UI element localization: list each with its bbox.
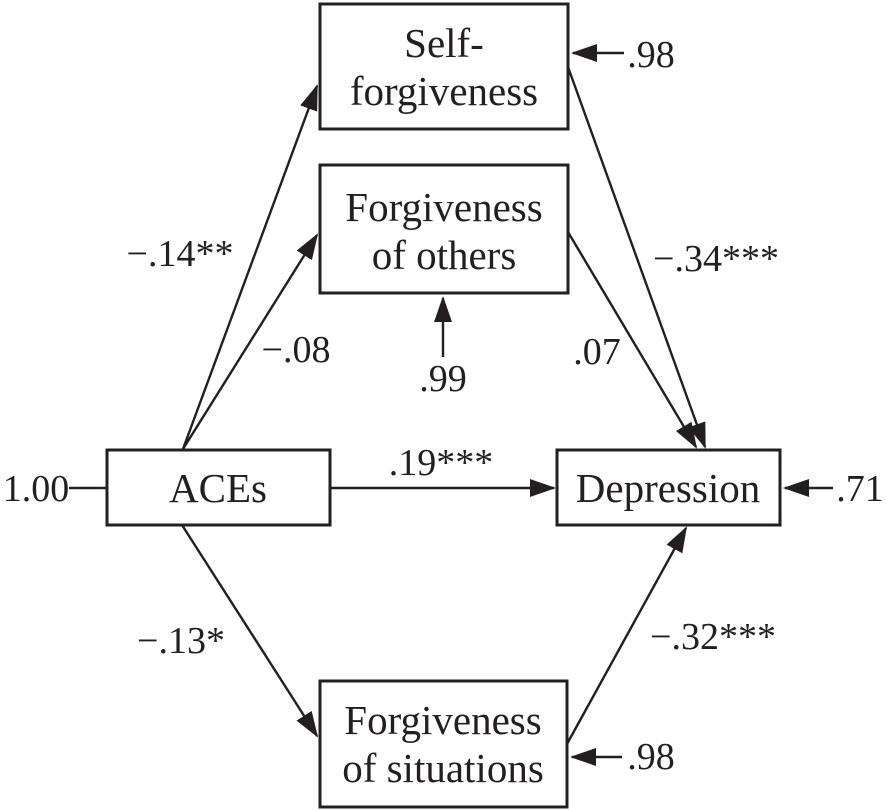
coefficient-label-aces-to-forgiveness-of-situations: −.13* bbox=[137, 620, 225, 662]
node-label-forgiveness-of-situations-line1: Forgiveness bbox=[344, 697, 541, 743]
coefficient-label-forgiveness-of-situations-to-depression: −.32*** bbox=[650, 616, 776, 658]
node-label-self-forgiveness-line1: Self- bbox=[404, 20, 484, 66]
node-box-aces bbox=[105, 448, 332, 527]
node-box-forgiveness-of-others bbox=[318, 163, 570, 295]
path-arrow-forgiveness-of-others-to-depression bbox=[566, 231, 698, 449]
node-label-depression: Depression bbox=[576, 465, 760, 511]
node-label-forgiveness-of-situations-line2: of situations bbox=[342, 745, 544, 791]
node-box-self-forgiveness bbox=[318, 2, 570, 131]
residual-value-forgiveness-of-others: .99 bbox=[419, 358, 467, 400]
residual-value-depression: .71 bbox=[836, 468, 884, 510]
residual-value-self-forgiveness: .98 bbox=[627, 34, 675, 76]
node-box-depression bbox=[555, 448, 782, 527]
coefficient-label-aces-to-depression: .19*** bbox=[389, 442, 494, 484]
path-arrow-aces-to-forgiveness-of-others bbox=[181, 233, 319, 450]
node-label-self-forgiveness-line2: forgiveness bbox=[350, 68, 538, 114]
node-label-forgiveness-of-others-line2: of others bbox=[372, 232, 517, 278]
node-box-forgiveness-of-situations bbox=[318, 679, 569, 809]
residual-value-forgiveness-of-situations: .98 bbox=[627, 736, 675, 778]
node-label-aces: ACEs bbox=[169, 465, 267, 511]
coefficient-label-forgiveness-of-others-to-depression: .07 bbox=[573, 331, 621, 373]
coefficient-label-aces-to-forgiveness-of-others: −.08 bbox=[262, 329, 331, 371]
path-arrow-aces-to-self-forgiveness bbox=[181, 84, 319, 450]
path-arrow-self-forgiveness-to-depression bbox=[566, 66, 707, 449]
coefficient-label-aces-to-self-forgiveness: −.14** bbox=[127, 233, 234, 275]
path-arrow-forgiveness-of-situations-to-depression bbox=[565, 526, 688, 745]
path-arrow-aces-to-forgiveness-of-situations bbox=[180, 524, 319, 738]
variance-value-aces: 1.00 bbox=[3, 468, 70, 510]
node-label-forgiveness-of-others-line1: Forgiveness bbox=[345, 184, 542, 230]
coefficient-label-self-forgiveness-to-depression: −.34*** bbox=[653, 238, 779, 280]
